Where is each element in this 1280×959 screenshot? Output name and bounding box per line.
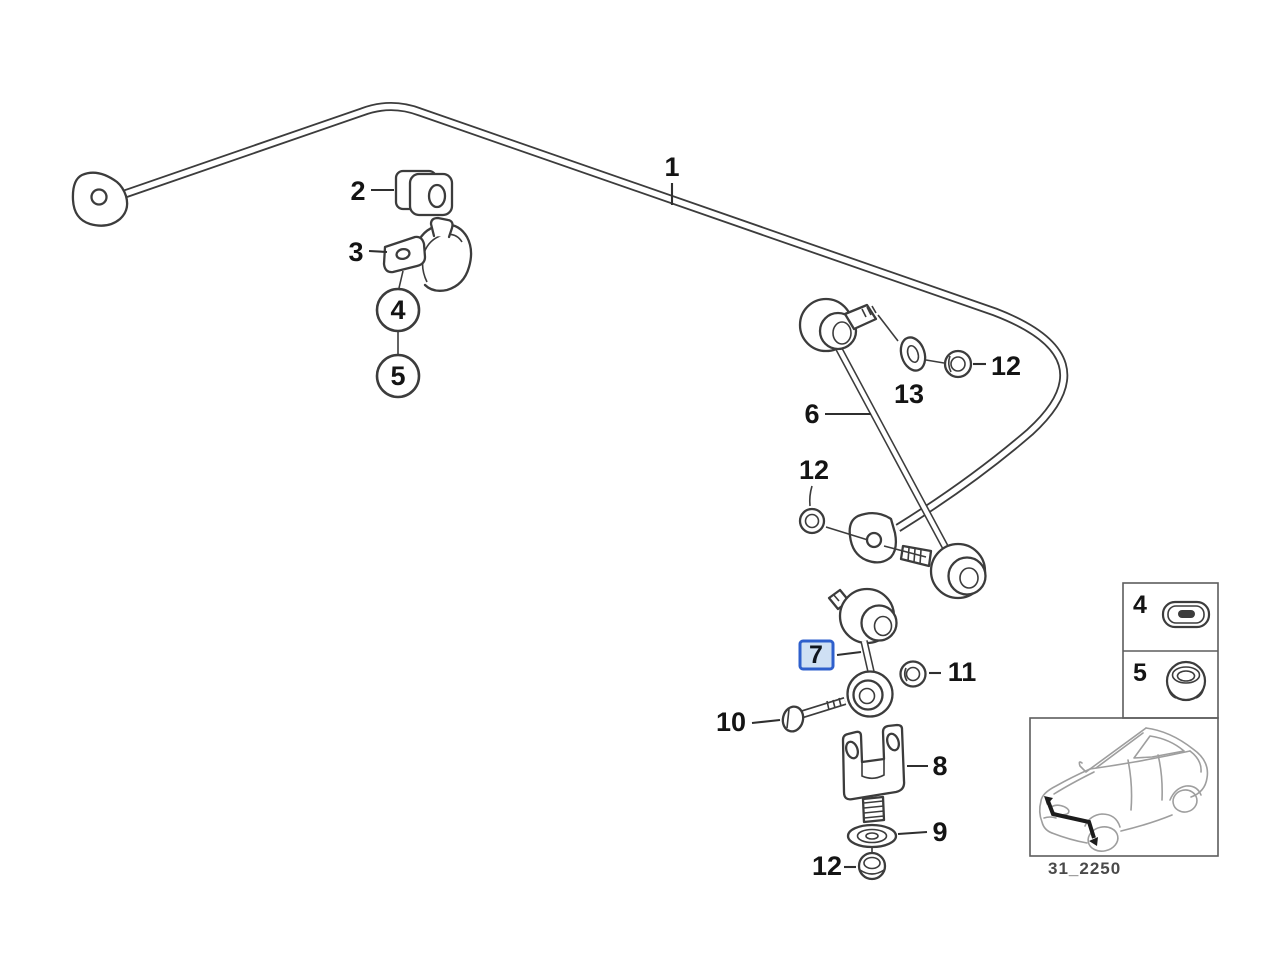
callout-12-mid[interactable]: 12 [799,455,829,485]
inset-row-5[interactable]: 5 [1133,659,1207,702]
car-inset-border [1029,717,1219,857]
callout-4-circle[interactable] [375,287,421,333]
callout-4-circled[interactable]: 4 [375,287,421,333]
part-12-nut-mid-graphic [798,485,927,558]
callout-11-label[interactable]: 11 [948,657,977,687]
callout-12-mid-label[interactable]: 12 [799,455,829,485]
bar-end-tab-graphic [848,511,898,564]
callout-3-label[interactable]: 3 [348,237,363,267]
callout-1[interactable]: 1 [664,152,680,205]
callout-13[interactable]: 13 [894,379,924,409]
callout-5-circle[interactable] [375,353,421,399]
part-11-nut-graphic [899,660,927,688]
callout-8[interactable]: 8 [907,751,948,781]
leader-4 [398,270,404,289]
callout-10[interactable]: 10 [716,707,781,737]
callout-5-circled[interactable]: 5 [375,353,421,399]
inset-row-4-label[interactable]: 4 [1133,591,1147,619]
inset-row-5-nut-graphic [1165,660,1207,702]
car-highlight-bar [1044,796,1098,846]
inset-row-4[interactable]: 4 [1133,591,1211,629]
callout-3-leader [368,249,388,254]
callout-2[interactable]: 2 [350,176,394,206]
inset-row-4-washer-graphic [1161,600,1211,629]
callout-13-label[interactable]: 13 [894,379,924,409]
callout-12-bottom[interactable]: 12 [812,851,856,881]
part-9-washer-graphic [846,823,898,854]
callout-7-leader [836,650,862,657]
part-3-bracket-graphic [382,216,473,292]
callout-7-label[interactable]: 7 [809,641,823,669]
part-13-washer-graphic [899,336,927,372]
callout-1-label[interactable]: 1 [664,152,679,182]
callout-12-top-label[interactable]: 12 [991,351,1021,381]
diagram-code: 31_2250 [1048,859,1121,878]
callout-2-label[interactable]: 2 [350,176,365,206]
car-sketch [1038,727,1209,852]
part-2-bushing-graphic [394,169,454,217]
part-12-nut-bottom-graphic [857,851,887,881]
callout-9-leader [897,830,928,836]
callout-10-leader [751,718,781,725]
part-6-link-graphic [798,297,987,600]
callout-11[interactable]: 11 [929,657,976,687]
callout-8-label[interactable]: 8 [932,751,947,781]
car-location-inset: 31_2250 [1029,717,1219,878]
part-8-bracket-graphic [841,723,906,828]
inset-parts-table: 4 5 [1122,582,1219,719]
part-10-bolt-graphic [781,696,847,733]
callout-6-label[interactable]: 6 [804,399,819,429]
callout-5-label[interactable]: 5 [390,361,405,391]
callout-7-highlighted[interactable]: 7 [798,639,862,671]
callout-12-top[interactable]: 12 [973,351,1021,381]
callout-9[interactable]: 9 [897,817,948,847]
callout-12-bottom-label[interactable]: 12 [812,851,842,881]
part-7-link-graphic [827,587,898,718]
callout-9-label[interactable]: 9 [932,817,947,847]
part-1-bar-graphic [71,102,1069,532]
callout-7-highlight-box[interactable] [798,639,835,671]
callout-6[interactable]: 6 [804,399,871,429]
callout-3[interactable]: 3 [348,237,388,267]
callout-4-label[interactable]: 4 [390,295,405,325]
part-12-nut-top-graphic [943,349,973,379]
callout-10-label[interactable]: 10 [716,707,746,737]
inset-row-5-label[interactable]: 5 [1133,659,1147,687]
